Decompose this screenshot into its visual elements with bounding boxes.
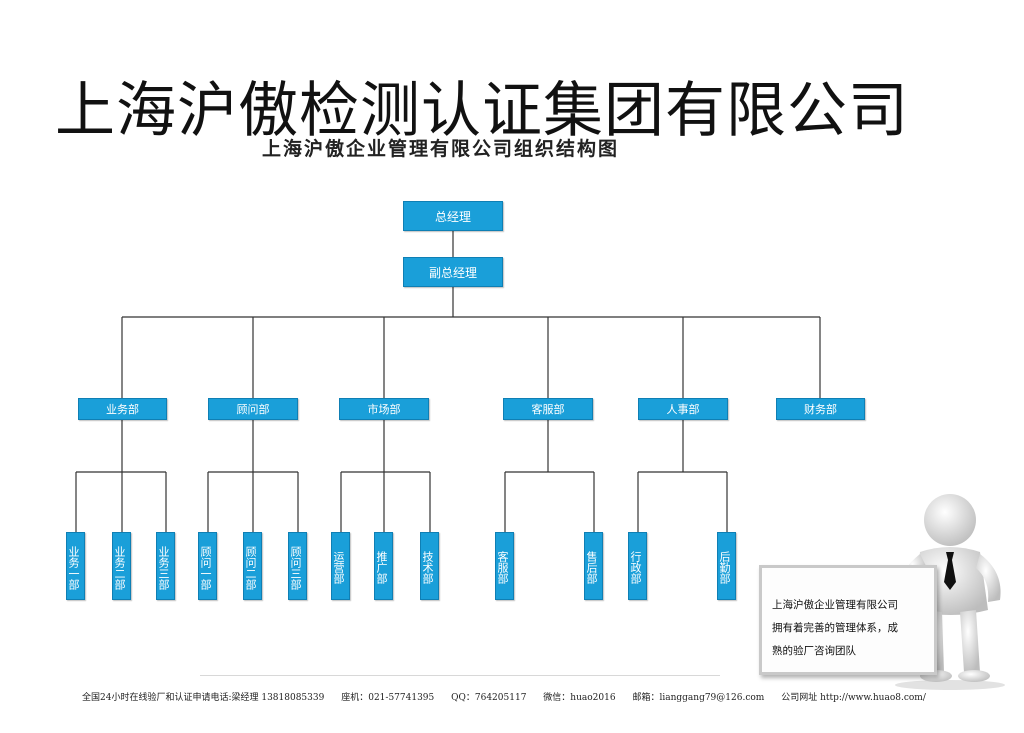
unit-sales-2-box: 业务二部	[112, 532, 131, 600]
org-chart-title: 上海沪傲企业管理有限公司组织结构图	[262, 138, 620, 160]
footer-website: 公司网址 http://www.huao8.com/	[781, 693, 926, 703]
unit-logistics-box: 后勤部	[717, 532, 736, 600]
unit-consulting-2-box: 顾问二部	[243, 532, 262, 600]
board-line: 熟的验厂咨询团队	[772, 645, 856, 657]
unit-admin-box: 行政部	[628, 532, 647, 600]
board-line: 上海沪傲企业管理有限公司	[772, 599, 898, 611]
dept-sales-box: 业务部	[78, 398, 167, 420]
footer-wechat: 微信：huao2016	[543, 693, 616, 703]
general-manager-box: 总经理	[403, 201, 503, 231]
unit-technology-box: 技术部	[420, 532, 439, 600]
footer-landline: 座机：021-57741395	[341, 693, 435, 703]
unit-promotion-box: 推广部	[374, 532, 393, 600]
footer-qq: QQ：764205117	[451, 693, 527, 703]
unit-sales-1-box: 业务一部	[66, 532, 85, 600]
unit-customer-service-box: 客服部	[495, 532, 514, 600]
info-board: 上海沪傲企业管理有限公司 拥有着完善的管理体系，成 熟的验厂咨询团队	[759, 565, 937, 675]
board-line: 拥有着完善的管理体系，成	[772, 622, 898, 634]
dept-customer-service-box: 客服部	[503, 398, 593, 420]
company-title: 上海沪傲检测认证集团有限公司	[55, 76, 909, 146]
dept-finance-box: 财务部	[776, 398, 865, 420]
unit-sales-3-box: 业务三部	[156, 532, 175, 600]
dept-consulting-box: 顾问部	[208, 398, 298, 420]
unit-consulting-3-box: 顾问三部	[288, 532, 307, 600]
unit-after-sales-box: 售后部	[584, 532, 603, 600]
unit-operations-box: 运营部	[331, 532, 350, 600]
dept-marketing-box: 市场部	[339, 398, 429, 420]
footer-hotline: 全国24小时在线验厂和认证申请电话:梁经理 13818085339	[82, 693, 325, 703]
footer-divider	[200, 675, 720, 676]
footer-contact: 全国24小时在线验厂和认证申请电话:梁经理 13818085339 座机：021…	[82, 690, 940, 703]
footer-email: 邮箱：lianggang79@126.com	[632, 693, 765, 703]
unit-consulting-1-box: 顾问一部	[198, 532, 217, 600]
deputy-manager-box: 副总经理	[403, 257, 503, 287]
dept-hr-box: 人事部	[638, 398, 728, 420]
